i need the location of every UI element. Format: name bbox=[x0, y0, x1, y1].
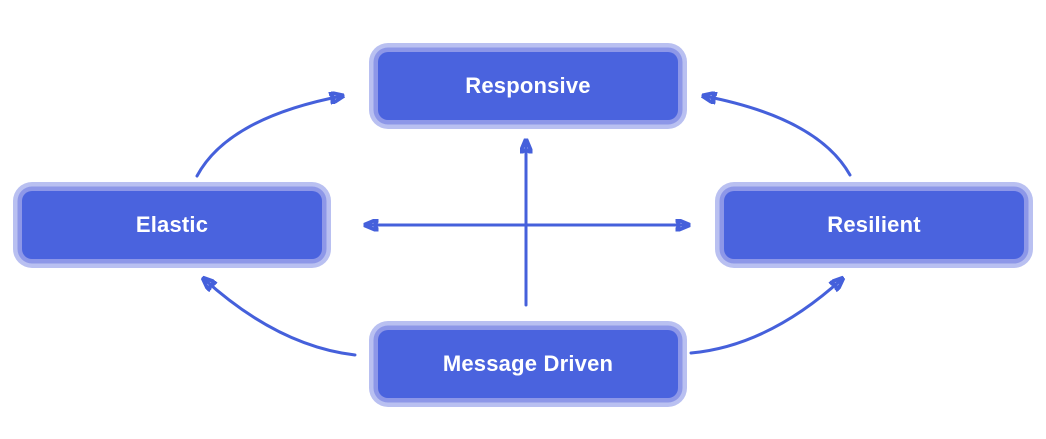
node-resilient-label: Resilient bbox=[827, 212, 921, 237]
node-elastic: Elastic bbox=[22, 191, 322, 259]
node-resilient: Resilient bbox=[724, 191, 1024, 259]
arrow-elastic-to-responsive bbox=[195, 96, 342, 178]
node-responsive: Responsive bbox=[378, 52, 678, 120]
arrow-resilient-to-responsive bbox=[704, 96, 852, 177]
arrow-message-driven-to-elastic bbox=[204, 279, 357, 357]
node-elastic-label: Elastic bbox=[135, 212, 209, 237]
node-responsive-label: Responsive bbox=[465, 73, 591, 98]
node-message-driven-label: Message Driven bbox=[442, 351, 614, 376]
arrow-message-driven-to-resilient bbox=[689, 279, 842, 355]
node-message-driven: Message Driven bbox=[378, 330, 678, 398]
